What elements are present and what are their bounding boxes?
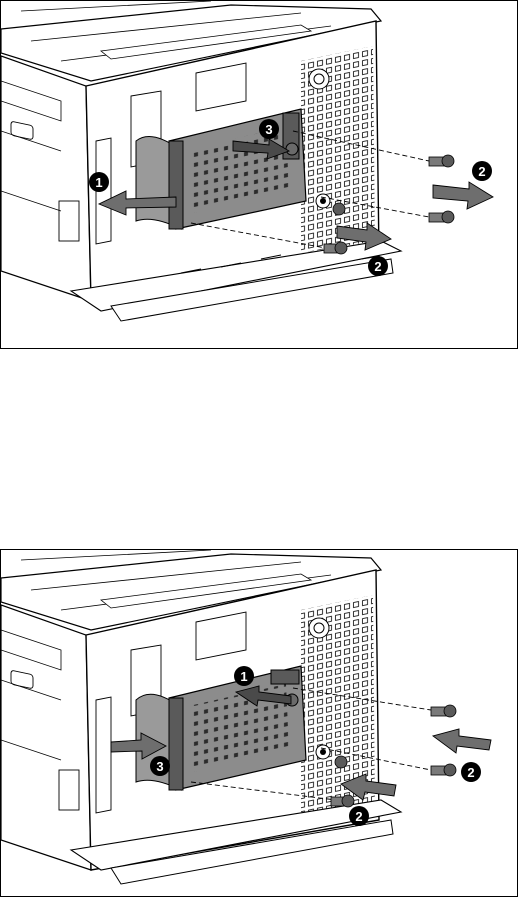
screw-icon	[331, 795, 354, 807]
screw-icon	[429, 211, 454, 223]
screw-icon	[431, 705, 456, 717]
screw-icon	[429, 155, 454, 167]
step-callout-2: 2	[349, 806, 369, 826]
arrow-right-icon	[433, 182, 493, 209]
svg-text:3: 3	[265, 122, 272, 137]
step-callout-2: 2	[472, 161, 492, 181]
removal-illustration: 1 2 2 3	[1, 1, 517, 348]
screw-icon	[335, 756, 347, 768]
svg-text:2: 2	[374, 259, 381, 274]
step-callout-1: 1	[234, 666, 254, 686]
step-callout-1: 1	[89, 172, 109, 192]
arrow-left-icon	[433, 729, 491, 753]
svg-text:1: 1	[95, 175, 102, 190]
screw-icon	[333, 203, 345, 215]
step-callout-2: 2	[368, 256, 388, 276]
step-callout-2: 2	[461, 762, 481, 782]
svg-text:1: 1	[240, 669, 247, 684]
installation-illustration: 1 2 2 3	[1, 550, 517, 896]
removal-illustration-panel: 1 2 2 3	[0, 0, 518, 349]
svg-text:2: 2	[478, 164, 485, 179]
svg-text:2: 2	[467, 765, 474, 780]
screw-icon	[431, 764, 456, 776]
installation-illustration-panel: 1 2 2 3	[0, 549, 518, 897]
screw-icon	[324, 242, 347, 254]
step-callout-3: 3	[259, 119, 279, 139]
svg-text:3: 3	[156, 759, 163, 774]
step-callout-3: 3	[150, 756, 170, 776]
svg-text:2: 2	[355, 809, 362, 824]
